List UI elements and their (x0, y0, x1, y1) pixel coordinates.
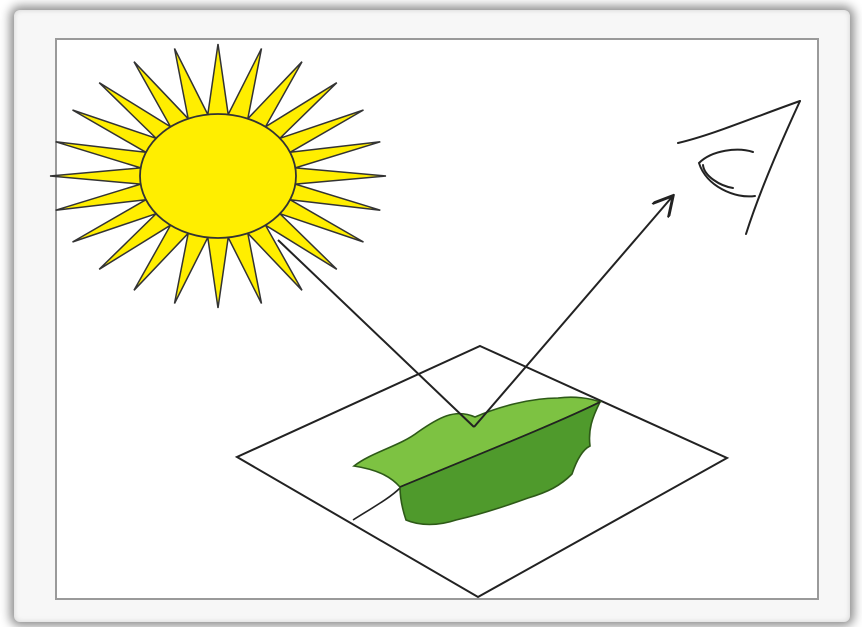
leaf-icon (352, 396, 602, 526)
incident-light-ray (277, 239, 475, 428)
eye-iris (697, 148, 756, 198)
reflected-light-ray (473, 197, 672, 428)
leaf-midrib (399, 401, 601, 488)
sun-disc (139, 113, 297, 239)
eye-icon (677, 100, 801, 235)
eye-pupil (702, 164, 734, 189)
leaf-stem (352, 487, 401, 521)
eye-lower-lid (745, 100, 801, 235)
sun-icon (49, 43, 387, 309)
eye-upper-lid (677, 100, 801, 144)
